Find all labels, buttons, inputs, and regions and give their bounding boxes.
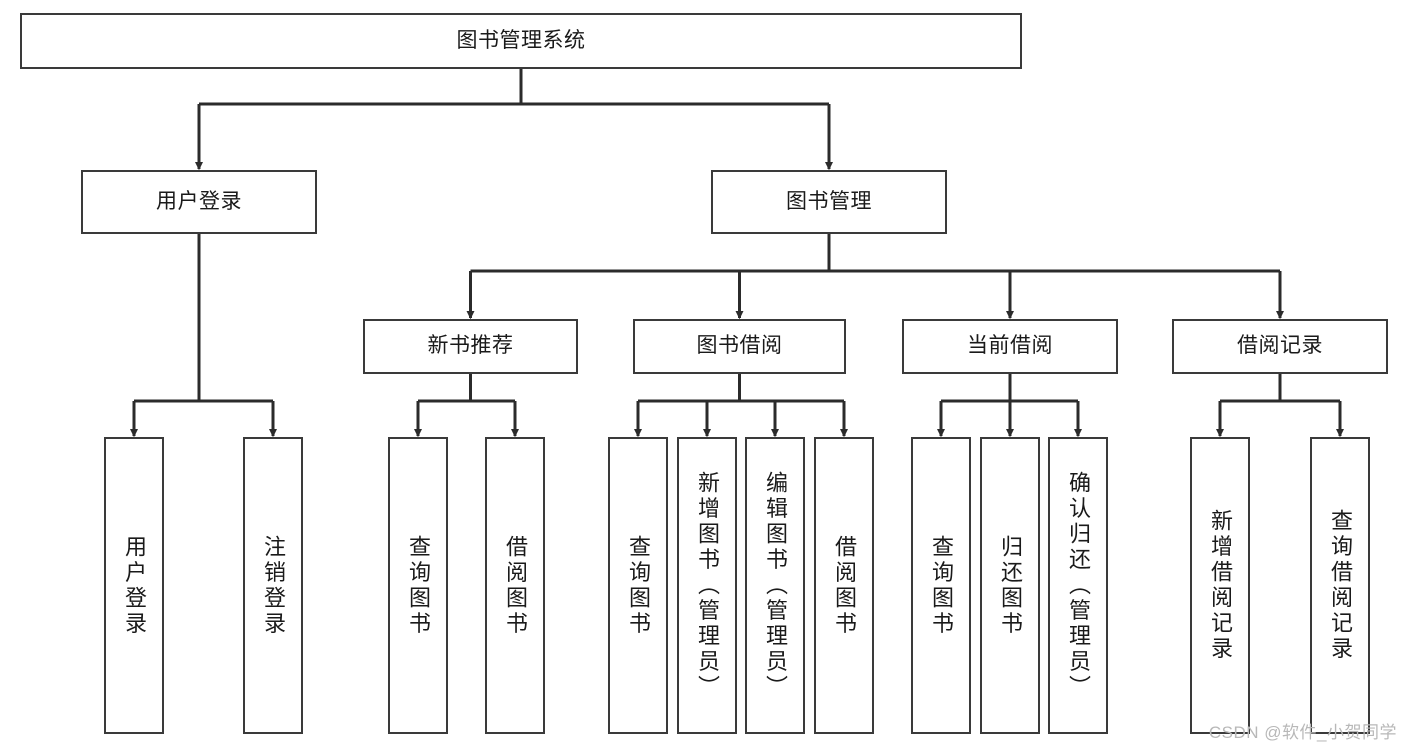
node-leaf-confirm-return[interactable]: 确认归还（管理员） [1048, 437, 1108, 734]
node-label: 新书推荐 [427, 334, 514, 358]
node-root[interactable]: 图书管理系统 [20, 13, 1022, 69]
node-label: 图书管理 [786, 189, 872, 213]
node-label: 用户登录 [156, 189, 242, 213]
node-label: 借阅图书 [832, 534, 857, 637]
node-label: 查询图书 [929, 534, 954, 637]
node-leaf-borrow-book-2[interactable]: 借阅图书 [814, 437, 874, 734]
node-leaf-edit-book[interactable]: 编辑图书（管理员） [745, 437, 805, 734]
node-label: 新增图书（管理员） [695, 470, 720, 701]
node-current-borrow[interactable]: 当前借阅 [902, 319, 1118, 374]
edge-paths [129, 69, 1345, 438]
node-label: 归还图书 [998, 534, 1023, 637]
node-leaf-return-book[interactable]: 归还图书 [980, 437, 1040, 734]
node-label: 用户登录 [122, 534, 147, 637]
node-leaf-query-book-3[interactable]: 查询图书 [911, 437, 971, 734]
node-label: 查询图书 [626, 534, 651, 637]
node-user-login[interactable]: 用户登录 [81, 170, 317, 234]
watermark: CSDN @软件_小贺同学 [1208, 723, 1397, 742]
node-new-book-rec[interactable]: 新书推荐 [363, 319, 578, 374]
node-label: 新增借阅记录 [1208, 509, 1233, 662]
node-leaf-logout[interactable]: 注销登录 [243, 437, 303, 734]
node-label: 图书管理系统 [456, 28, 586, 52]
node-leaf-query-book-1[interactable]: 查询图书 [388, 437, 448, 734]
node-leaf-query-record[interactable]: 查询借阅记录 [1310, 437, 1370, 734]
node-book-borrow[interactable]: 图书借阅 [633, 319, 846, 374]
node-label: 图书借阅 [696, 334, 783, 358]
node-leaf-add-record[interactable]: 新增借阅记录 [1190, 437, 1250, 734]
node-label: 查询图书 [406, 534, 431, 637]
node-label: 借阅图书 [503, 534, 528, 637]
node-label: 查询借阅记录 [1328, 509, 1353, 662]
node-label: 当前借阅 [967, 334, 1053, 358]
node-label: 确认归还（管理员） [1066, 470, 1091, 701]
node-leaf-user-login[interactable]: 用户登录 [104, 437, 164, 734]
node-leaf-borrow-book-1[interactable]: 借阅图书 [485, 437, 545, 734]
node-leaf-query-book-2[interactable]: 查询图书 [608, 437, 668, 734]
node-borrow-record[interactable]: 借阅记录 [1172, 319, 1388, 374]
node-label: 借阅记录 [1237, 334, 1323, 358]
node-label: 编辑图书（管理员） [763, 470, 788, 701]
node-leaf-add-book[interactable]: 新增图书（管理员） [677, 437, 737, 734]
node-book-manage[interactable]: 图书管理 [711, 170, 947, 234]
node-label: 注销登录 [261, 534, 286, 637]
